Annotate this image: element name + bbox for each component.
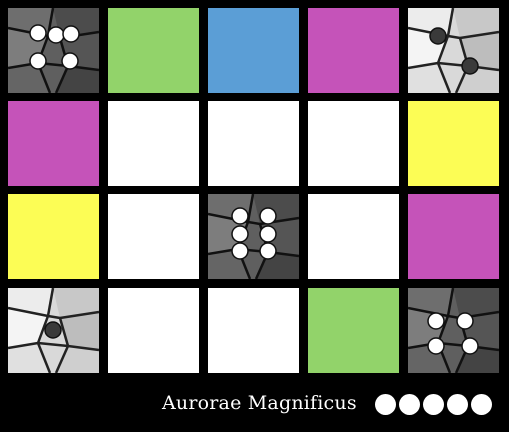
cracked-tile-icon	[408, 8, 499, 93]
cracked-tile-icon	[408, 288, 499, 373]
cracked-tile-icon	[8, 288, 99, 373]
grid-cell-r2c5-yellow[interactable]	[408, 101, 499, 186]
cracked-tile-icon	[8, 8, 99, 93]
grid-cell-r1c5-special-special[interactable]	[408, 8, 499, 93]
progress-dot-2[interactable]	[399, 394, 420, 415]
grid-cell-r2c3-white[interactable]	[208, 101, 299, 186]
progress-dot-4[interactable]	[447, 394, 468, 415]
grid-cell-r2c2-white[interactable]	[108, 101, 199, 186]
grid-cell-r1c3-blue[interactable]	[208, 8, 299, 93]
progress-dot-3[interactable]	[423, 394, 444, 415]
grid-cell-r4c3-white[interactable]	[208, 288, 299, 373]
grid-cell-r4c4-green[interactable]	[308, 288, 399, 373]
grid-cell-r2c1-magenta[interactable]	[8, 101, 99, 186]
puzzle-title: Aurorae Magnificus	[162, 392, 357, 414]
grid-cell-r1c1-special-special[interactable]	[8, 8, 99, 93]
grid-cell-r1c4-magenta[interactable]	[308, 8, 399, 93]
grid-cell-r4c1-special-special[interactable]	[8, 288, 99, 373]
grid-cell-r3c4-white[interactable]	[308, 194, 399, 279]
grid-cell-r2c4-white[interactable]	[308, 101, 399, 186]
cracked-tile-icon	[208, 194, 299, 279]
grid-cell-r3c3-special-special[interactable]	[208, 194, 299, 279]
progress-dot-1[interactable]	[375, 394, 396, 415]
grid-cell-r3c1-yellow[interactable]	[8, 194, 99, 279]
grid-cell-r3c2-white[interactable]	[108, 194, 199, 279]
grid-cell-r4c5-special-special[interactable]	[408, 288, 499, 373]
grid-cell-r4c2-white[interactable]	[108, 288, 199, 373]
progress-dots	[375, 394, 492, 415]
grid-cell-r3c5-magenta[interactable]	[408, 194, 499, 279]
progress-dot-5[interactable]	[471, 394, 492, 415]
grid-cell-r1c2-green[interactable]	[108, 8, 199, 93]
